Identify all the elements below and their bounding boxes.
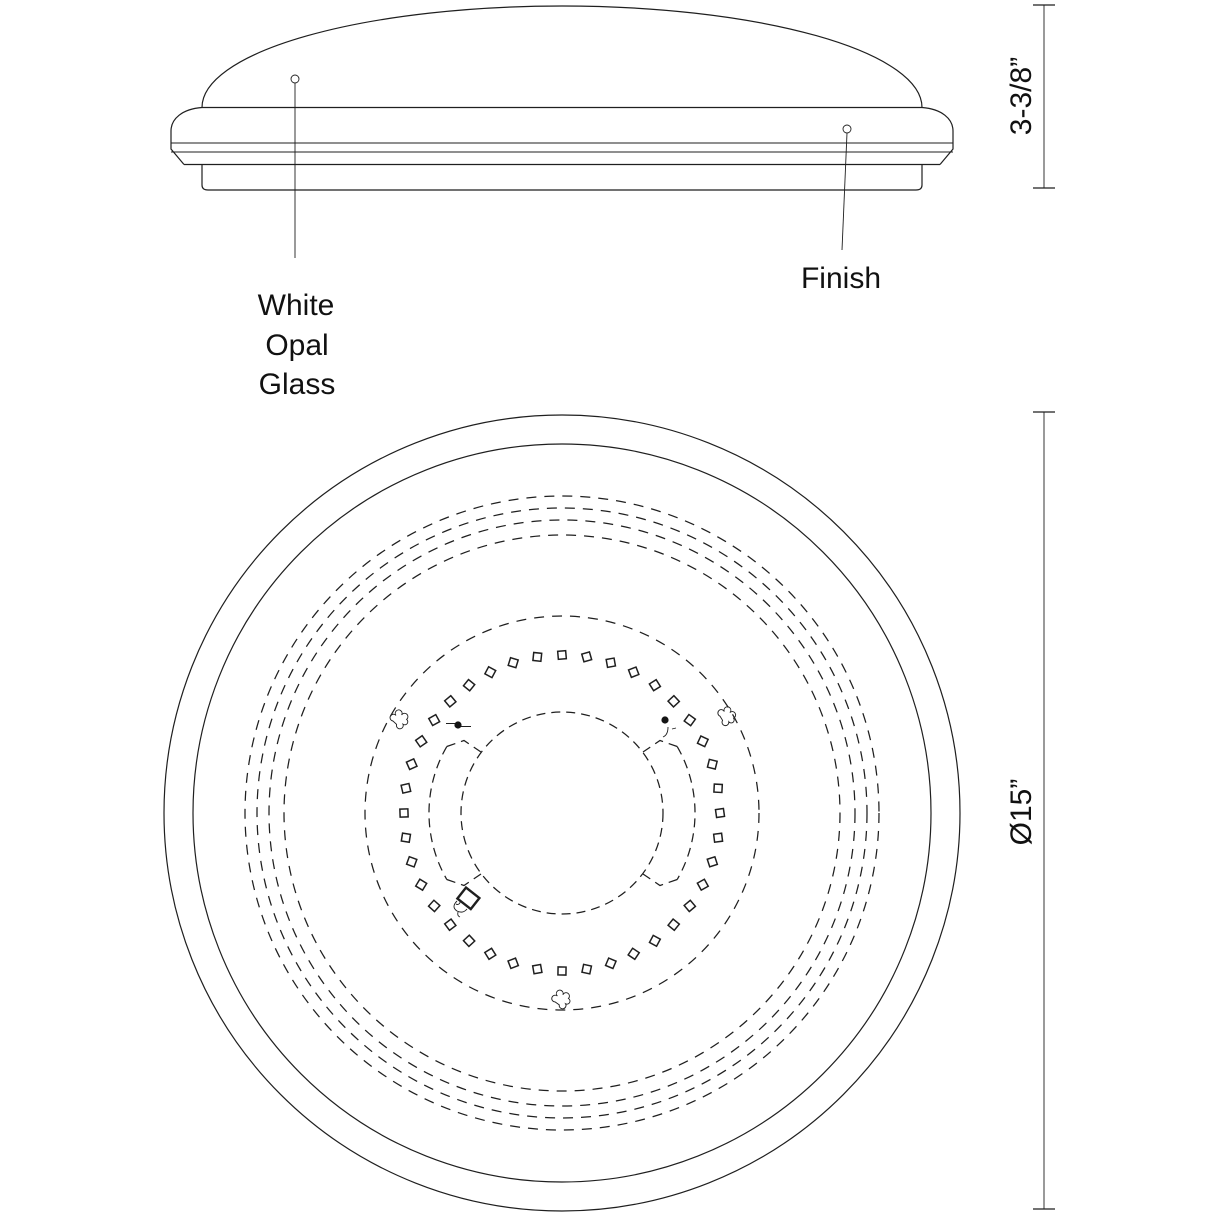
- diameter-dimension-label: Ø15”: [1005, 779, 1038, 846]
- outer-rim-circle: [163, 414, 961, 1212]
- led-square: [683, 713, 697, 727]
- screw-dot-right: [661, 716, 677, 738]
- hidden-ring-3: [268, 519, 856, 1107]
- led-square: [604, 957, 618, 970]
- center-opening-circle: [460, 711, 664, 915]
- led-square: [667, 918, 681, 932]
- base-band-left-cap: [170, 106, 203, 165]
- led-square: [414, 878, 428, 892]
- led-square: [580, 651, 593, 663]
- led-square: [696, 734, 710, 748]
- led-square: [706, 855, 719, 868]
- led-square: [581, 963, 593, 975]
- hidden-ring-2: [256, 507, 868, 1119]
- led-ring: [399, 649, 726, 976]
- led-square: [405, 757, 418, 771]
- led-square: [531, 963, 543, 975]
- led-square: [405, 855, 418, 868]
- led-square: [556, 649, 568, 661]
- keyway-step-top-right: [642, 739, 678, 753]
- keyway-arc-left: [428, 746, 448, 880]
- led-square: [400, 832, 412, 844]
- led-square: [462, 934, 476, 948]
- led-square: [532, 651, 543, 663]
- led-square: [605, 657, 617, 669]
- base-band-right-cap: [921, 106, 954, 165]
- led-square: [443, 918, 457, 932]
- height-dimension-label: 3-3/8”: [1005, 57, 1038, 135]
- led-square: [648, 934, 662, 948]
- diameter-dimension: Ø15”: [1005, 411, 1055, 1210]
- finish-leader-line: [841, 132, 848, 251]
- keyway-step-top-left: [446, 739, 482, 753]
- bottom-plan-view: Ø15”: [163, 411, 1055, 1212]
- keyway-step-bottom-left: [446, 873, 482, 887]
- glass-dome-profile: [201, 5, 923, 108]
- led-square: [712, 832, 724, 843]
- led-square: [557, 966, 567, 976]
- finish-leader-marker: [842, 124, 852, 134]
- finish-label: Finish: [801, 262, 881, 295]
- glass-label-line2: Opal: [265, 329, 328, 362]
- inner-rim-circle: [192, 443, 932, 1183]
- led-square: [427, 899, 441, 913]
- led-square: [483, 947, 497, 961]
- led-square: [627, 666, 640, 679]
- side-elevation-view: White Opal Glass Finish 3-3/8”: [170, 4, 1055, 401]
- led-square: [443, 694, 457, 708]
- led-square: [507, 656, 520, 669]
- mount-slot-icon-bottom: [550, 988, 572, 1011]
- screw-dot-left: [446, 721, 471, 729]
- led-square: [627, 947, 641, 961]
- glass-label-line1: White: [258, 289, 335, 322]
- led-square: [648, 678, 662, 692]
- glass-label-line3: Glass: [259, 368, 336, 401]
- keyway-step-bottom-right: [642, 873, 678, 887]
- led-square: [714, 807, 726, 819]
- wire-connector-icon: [453, 885, 482, 918]
- led-square: [483, 665, 497, 679]
- led-square: [427, 713, 441, 727]
- glass-leader-marker: [290, 74, 300, 84]
- led-square: [713, 783, 724, 794]
- led-square: [696, 878, 710, 892]
- led-square: [400, 782, 412, 794]
- height-dimension: 3-3/8”: [1005, 4, 1055, 189]
- led-square: [683, 899, 697, 913]
- center-opening: [428, 711, 696, 915]
- led-square: [666, 694, 681, 709]
- led-square: [399, 808, 409, 818]
- glass-band-hidden-rings: [244, 495, 880, 1131]
- hidden-ring-4: [283, 534, 841, 1092]
- led-square: [462, 678, 476, 692]
- led-plate-circle: [364, 615, 760, 1011]
- led-square: [414, 734, 428, 748]
- keyway-arc-right: [676, 746, 696, 880]
- led-square: [507, 957, 520, 970]
- recessed-base-outline: [201, 164, 923, 191]
- hidden-ring-1: [244, 495, 880, 1131]
- led-square: [706, 758, 719, 770]
